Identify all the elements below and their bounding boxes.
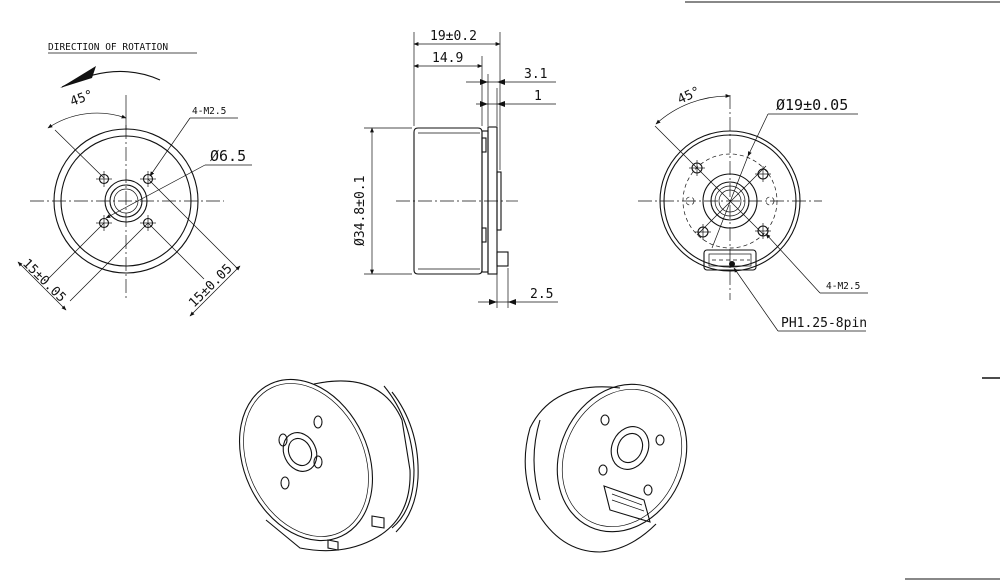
iso1-face-outer	[238, 378, 374, 542]
dim-conn-arrows	[489, 299, 516, 305]
dim-left-ext2	[69, 222, 149, 302]
iso1-body-edge1	[383, 385, 415, 529]
rear-screw-holes	[689, 160, 771, 240]
rear-angle-label: 45°	[675, 84, 703, 108]
angle-ext-diag	[54, 129, 105, 179]
iso1-body-edge2	[391, 391, 419, 533]
rear-connector-label: PH1.25-8pin	[781, 316, 867, 331]
rotation-arrow-head	[60, 66, 96, 88]
rear-thread-label: 4-M2.5	[826, 281, 860, 292]
iso2-body-edge	[533, 419, 541, 501]
side-connector-offset: 2.5	[530, 287, 553, 302]
iso2-hole-2	[655, 434, 665, 446]
front-thread-label: 4-M2.5	[192, 106, 226, 117]
front-spacing-left: 15±0.05	[19, 256, 68, 305]
rear-diag-a	[654, 125, 765, 236]
front-thread-leader	[149, 117, 191, 177]
rear-marker-left	[685, 196, 695, 206]
side-flange-thickness: 3.1	[524, 67, 547, 82]
iso1-hole-2	[313, 415, 323, 429]
side-notch-top	[481, 137, 487, 153]
dim-right-ext2	[147, 178, 239, 270]
rear-connector-dot	[729, 261, 735, 267]
dim-left-ext1	[47, 222, 105, 280]
iso1-hub-inner	[287, 437, 313, 467]
iso2-connector	[603, 485, 651, 523]
rear-connector	[703, 249, 757, 271]
rear-bolt-leader-ext	[711, 155, 749, 249]
side-total-length: 19±0.2	[430, 29, 477, 44]
iso2-body-outline	[524, 386, 657, 553]
front-view: DIRECTION OF ROTATION 45° 4-M2.5 Ø6.5	[17, 42, 252, 317]
dim-plate-arrows	[480, 101, 505, 107]
rear-view: 45° Ø19±0.05 4-M2.5 PH1.25-8pin	[638, 84, 868, 332]
iso2-hub-inner	[616, 432, 644, 464]
iso2-face-outer	[556, 383, 688, 533]
rear-thread-leader	[765, 233, 821, 294]
rear-bolt-circle-dia: Ø19±0.05	[776, 96, 848, 114]
side-notch-bottom	[481, 227, 487, 243]
front-shaft-dia: Ø6.5	[210, 147, 246, 165]
iso2-hole-3	[598, 464, 608, 476]
rear-diag-b	[696, 165, 767, 236]
iso-view-front	[238, 378, 419, 552]
iso2-connector-pins	[611, 493, 645, 512]
side-connector	[496, 251, 509, 267]
iso1-hub-outer	[282, 432, 318, 472]
dim-right-ext1	[147, 222, 205, 280]
iso1-tab	[371, 515, 385, 529]
rear-bolt-leader	[747, 113, 769, 157]
iso2-hole-1	[600, 414, 610, 426]
dim-flange-arrows	[480, 79, 505, 85]
iso-view-rear	[524, 383, 688, 553]
rear-angle-arc	[655, 93, 731, 125]
rotation-label: DIRECTION OF ROTATION	[48, 42, 168, 53]
rear-marker-right	[765, 196, 775, 206]
iso1-face-inner	[243, 383, 369, 537]
iso2-hole-4	[643, 484, 653, 496]
side-body-length: 14.9	[432, 51, 463, 66]
iso1-hole-4	[313, 455, 323, 469]
side-plate-thickness: 1	[534, 89, 542, 104]
angle-arc	[47, 112, 127, 129]
dim-right-line	[189, 265, 241, 317]
side-body	[413, 127, 483, 275]
iso1-tab2	[327, 539, 339, 551]
side-view: 19±0.2 14.9 3.1 1 Ø34.8±0.1 2.5	[353, 29, 558, 308]
front-angle-label: 45°	[68, 88, 95, 110]
iso1-hole-3	[280, 476, 290, 490]
iso2-face-inner	[561, 388, 683, 528]
side-diameter: Ø34.8±0.1	[353, 176, 368, 246]
dim-left-line	[17, 261, 67, 311]
iso1-hole-1	[278, 433, 288, 447]
side-plate	[487, 126, 498, 275]
iso2-hub-outer	[610, 426, 650, 470]
front-shaft-leader	[105, 164, 206, 219]
rear-connector-leader	[733, 267, 779, 332]
